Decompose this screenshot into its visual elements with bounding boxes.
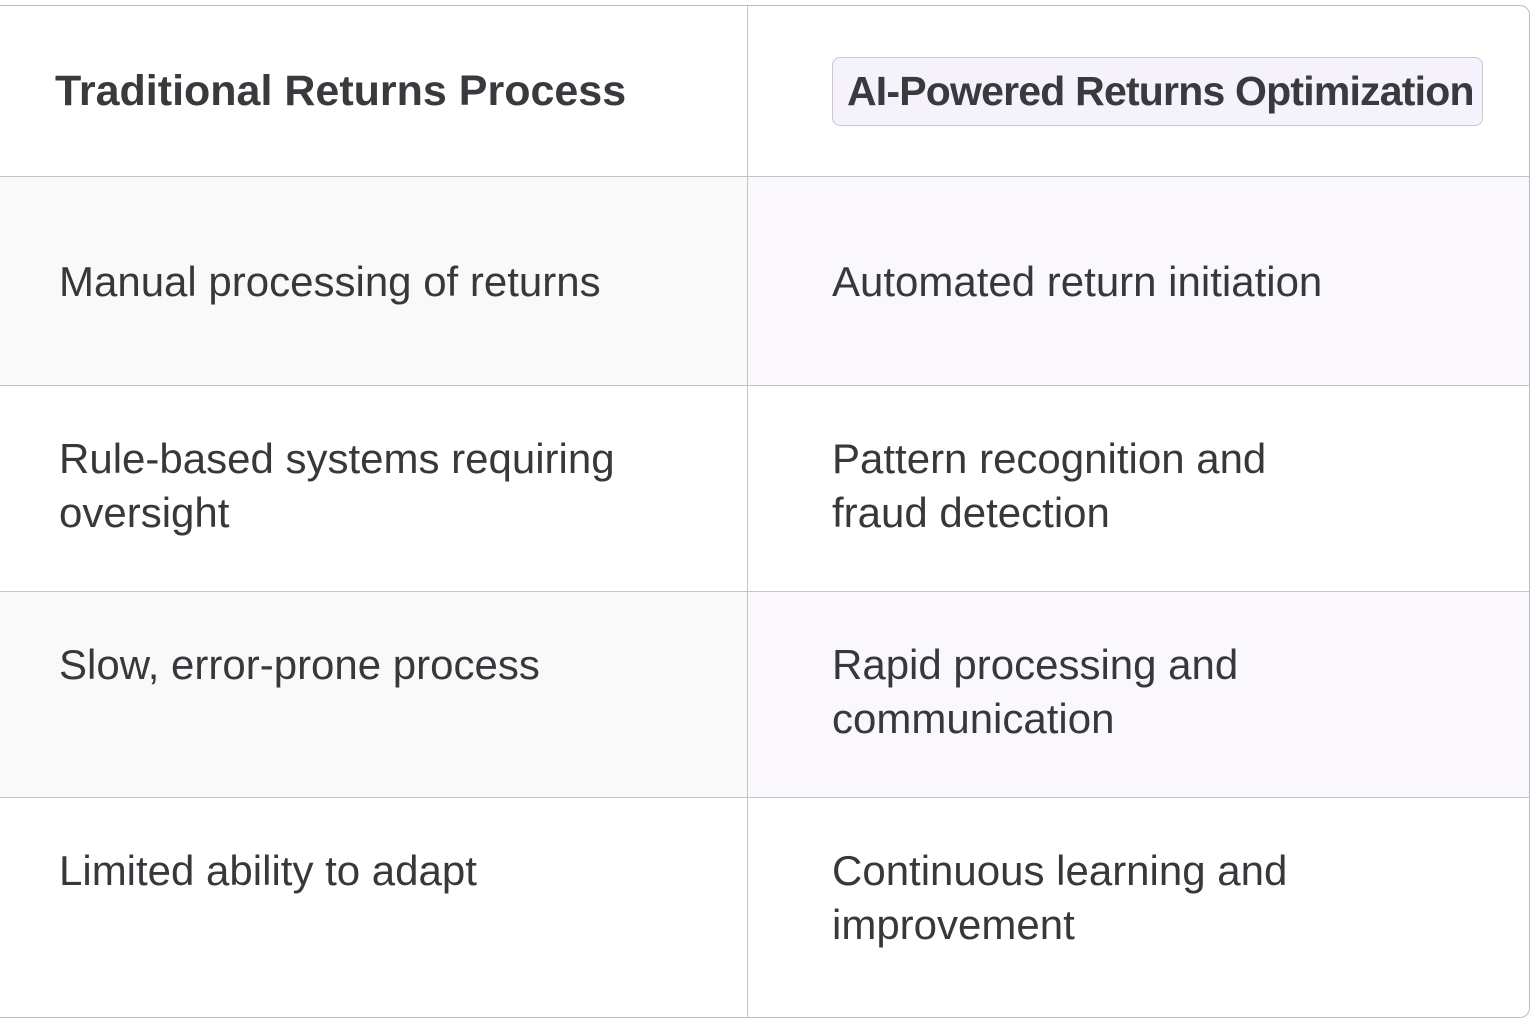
table-cell: Continuous learning and improvement xyxy=(748,798,1529,1017)
table-row: Rule-based systems requiring oversight P… xyxy=(0,386,1529,592)
table-cell: Limited ability to adapt xyxy=(0,798,748,1017)
header-ai-badge: AI-Powered Returns Optimization xyxy=(832,56,1483,126)
cell-text: Continuous learning and improvement xyxy=(832,847,1288,948)
table-cell: Automated return initiation xyxy=(748,177,1529,385)
cell-text: Rapid processing and communication xyxy=(832,641,1239,742)
cell-text: Manual processing of returns xyxy=(59,258,601,305)
header-cell-traditional: Traditional Returns Process xyxy=(0,6,748,176)
table-cell: Rapid processing and communication xyxy=(748,592,1529,797)
comparison-table: Traditional Returns Process AI-Powered R… xyxy=(0,5,1530,1018)
table-row: Slow, error-prone process Rapid processi… xyxy=(0,592,1529,798)
header-row: Traditional Returns Process AI-Powered R… xyxy=(0,6,1529,177)
table-row: Limited ability to adapt Continuous lear… xyxy=(0,798,1529,1017)
cell-text: Rule-based systems requiring oversight xyxy=(59,435,615,536)
header-cell-ai: AI-Powered Returns Optimization xyxy=(748,6,1529,176)
table-cell: Rule-based systems requiring oversight xyxy=(0,386,748,591)
header-traditional: Traditional Returns Process xyxy=(55,66,627,115)
cell-text: Pattern recognition and fraud detection xyxy=(832,435,1267,536)
cell-text: Limited ability to adapt xyxy=(59,847,477,894)
cell-text: Slow, error-prone process xyxy=(59,641,540,688)
table-cell: Slow, error-prone process xyxy=(0,592,748,797)
cell-text: Automated return initiation xyxy=(832,258,1323,305)
table-cell: Manual processing of returns xyxy=(0,177,748,385)
table-cell: Pattern recognition and fraud detection xyxy=(748,386,1529,591)
table-row: Manual processing of returns Automated r… xyxy=(0,177,1529,386)
